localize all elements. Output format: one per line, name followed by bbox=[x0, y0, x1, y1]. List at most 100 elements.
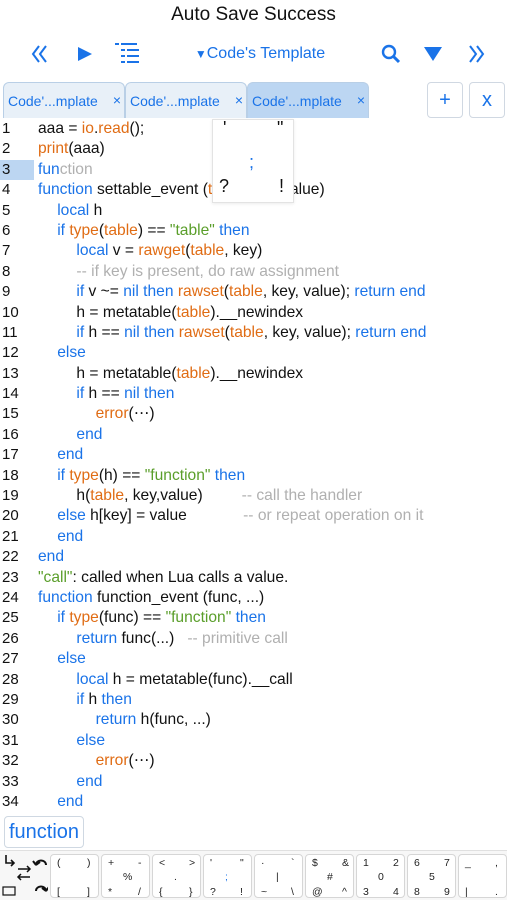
code-line[interactable]: error(⋯) bbox=[95, 405, 155, 423]
code-line[interactable]: h(table, key,value) -- call the handler bbox=[76, 487, 363, 505]
popup-key-question[interactable]: ? bbox=[219, 176, 230, 196]
code-line[interactable]: h = metatable(table).__newindex bbox=[76, 303, 304, 321]
code-line[interactable]: return h(func, ...) bbox=[95, 711, 211, 729]
double-chevron-right-icon[interactable] bbox=[462, 34, 492, 74]
key-glyph: / bbox=[138, 886, 141, 898]
key-glyph: 9 bbox=[444, 886, 450, 898]
code-line[interactable]: -- if key is present, do raw assignment bbox=[76, 262, 339, 280]
close-tab-button[interactable]: x bbox=[469, 82, 505, 118]
code-line[interactable]: if type(table) == "table" then bbox=[57, 221, 250, 239]
code-line[interactable]: else h[key] = value -- or repeat operati… bbox=[57, 507, 424, 525]
double-chevron-left-icon[interactable] bbox=[24, 34, 54, 74]
code-line[interactable]: if h then bbox=[76, 690, 132, 708]
code-line[interactable]: else bbox=[57, 650, 86, 668]
tab-label: Code'...mplate bbox=[252, 93, 342, 109]
search-icon[interactable] bbox=[376, 34, 406, 74]
code-line[interactable]: local h bbox=[57, 201, 103, 219]
code-line[interactable]: if v ~= nil then rawset(table, key, valu… bbox=[76, 283, 426, 301]
line-number: 24 bbox=[2, 588, 19, 606]
tab-code-template-3[interactable]: Code'...mplate × bbox=[247, 82, 369, 118]
code-line[interactable]: print(aaa) bbox=[38, 140, 105, 158]
code-line[interactable]: if h == nil then rawset(table, key, valu… bbox=[76, 323, 427, 341]
return-arrow-icon bbox=[5, 855, 16, 867]
key-glyph: & bbox=[342, 857, 350, 869]
autocomplete-suggestion[interactable]: function bbox=[4, 816, 85, 848]
key-glyph: · bbox=[261, 857, 265, 869]
code-line[interactable]: function bbox=[38, 160, 93, 178]
line-number: 17 bbox=[2, 446, 19, 464]
line-number: 12 bbox=[2, 344, 19, 362]
popup-key-single-quote[interactable]: ' bbox=[223, 118, 227, 138]
code-line[interactable]: end bbox=[57, 446, 84, 464]
symbol-key[interactable]: ·`~\| bbox=[254, 854, 303, 898]
code-line[interactable]: error(⋯) bbox=[95, 752, 155, 770]
add-tab-button[interactable]: + bbox=[427, 82, 463, 118]
code-line[interactable]: end bbox=[57, 527, 84, 545]
close-icon[interactable]: × bbox=[234, 92, 243, 108]
code-line[interactable]: aaa = io.read(); bbox=[38, 120, 145, 137]
code-line[interactable]: "call": called when Lua calls a value. bbox=[38, 568, 289, 586]
code-line[interactable]: end bbox=[57, 792, 84, 810]
code-line[interactable]: else bbox=[57, 344, 86, 362]
key-glyph: \ bbox=[291, 886, 294, 898]
key-glyph: { bbox=[159, 886, 163, 898]
symbol-key[interactable]: <>{}. bbox=[152, 854, 201, 898]
code-line[interactable]: if h == nil then bbox=[76, 385, 175, 403]
popup-key-semicolon[interactable]: ; bbox=[249, 152, 255, 172]
line-number: 29 bbox=[2, 690, 19, 708]
close-icon[interactable]: × bbox=[112, 92, 121, 108]
code-line[interactable]: end bbox=[38, 548, 65, 566]
line-number: 25 bbox=[2, 609, 19, 627]
tab-bar: Code'...mplate × Code'...mplate × Code'.… bbox=[0, 82, 507, 120]
triangle-down-icon[interactable] bbox=[418, 34, 448, 74]
key-glyph-center: | bbox=[276, 871, 279, 883]
undo-icon bbox=[32, 859, 47, 866]
code-line[interactable]: else bbox=[76, 731, 105, 749]
quick-symbol-popup[interactable]: ' " ; ? ! bbox=[212, 118, 294, 203]
file-title-dropdown[interactable]: ▼Code's Template bbox=[180, 34, 340, 74]
toolbar: ▼Code's Template bbox=[0, 34, 507, 74]
code-line[interactable]: end bbox=[76, 772, 103, 790]
dropdown-triangle-icon: ▼ bbox=[194, 47, 207, 61]
line-number: 15 bbox=[2, 405, 19, 423]
symbol-key[interactable]: '"?!; bbox=[203, 854, 252, 898]
code-line[interactable]: local v = rawget(table, key) bbox=[76, 242, 263, 260]
outline-list-icon[interactable] bbox=[112, 34, 142, 74]
line-number: 28 bbox=[2, 670, 19, 688]
play-icon[interactable] bbox=[70, 34, 100, 74]
code-line[interactable]: end bbox=[76, 425, 103, 443]
line-number: 1 bbox=[2, 120, 11, 137]
key-glyph-center: # bbox=[327, 871, 333, 883]
line-number: 11 bbox=[2, 323, 18, 341]
code-line[interactable]: if type(func) == "function" then bbox=[57, 609, 266, 627]
close-icon[interactable]: × bbox=[356, 92, 365, 108]
key-glyph: @ bbox=[312, 886, 323, 898]
popup-key-double-quote[interactable]: " bbox=[277, 118, 284, 138]
symbol-key[interactable]: $&@^# bbox=[305, 854, 354, 898]
code-line[interactable]: function function_event (func, ...) bbox=[38, 588, 265, 606]
line-number: 22 bbox=[2, 548, 19, 566]
code-line[interactable]: if type(h) == "function" then bbox=[57, 466, 246, 484]
line-number: 7 bbox=[2, 242, 11, 260]
code-line[interactable]: h = metatable(table).__newindex bbox=[76, 364, 304, 382]
redo-icon bbox=[35, 885, 50, 892]
tab-label: Code'...mplate bbox=[130, 93, 220, 109]
code-area[interactable]: aaa = io.read(); print(aaa) function functi… bbox=[38, 119, 507, 812]
symbol-key[interactable]: +-*/% bbox=[101, 854, 150, 898]
line-number: 21 bbox=[2, 527, 19, 545]
line-number: 13 bbox=[2, 364, 19, 382]
symbol-key[interactable]: ()[] bbox=[50, 854, 99, 898]
key-glyph: 6 bbox=[414, 857, 420, 869]
line-number: 32 bbox=[2, 752, 19, 770]
line-number: 20 bbox=[2, 507, 19, 525]
symbol-key[interactable]: _,|. bbox=[458, 854, 507, 898]
popup-key-exclamation[interactable]: ! bbox=[279, 176, 285, 196]
tab-code-template-2[interactable]: Code'...mplate × bbox=[125, 82, 247, 118]
code-line[interactable]: local h = metatable(func).__call bbox=[76, 670, 293, 688]
tab-code-template-1[interactable]: Code'...mplate × bbox=[3, 82, 125, 118]
code-line[interactable]: return func(...) -- primitive call bbox=[76, 629, 288, 647]
